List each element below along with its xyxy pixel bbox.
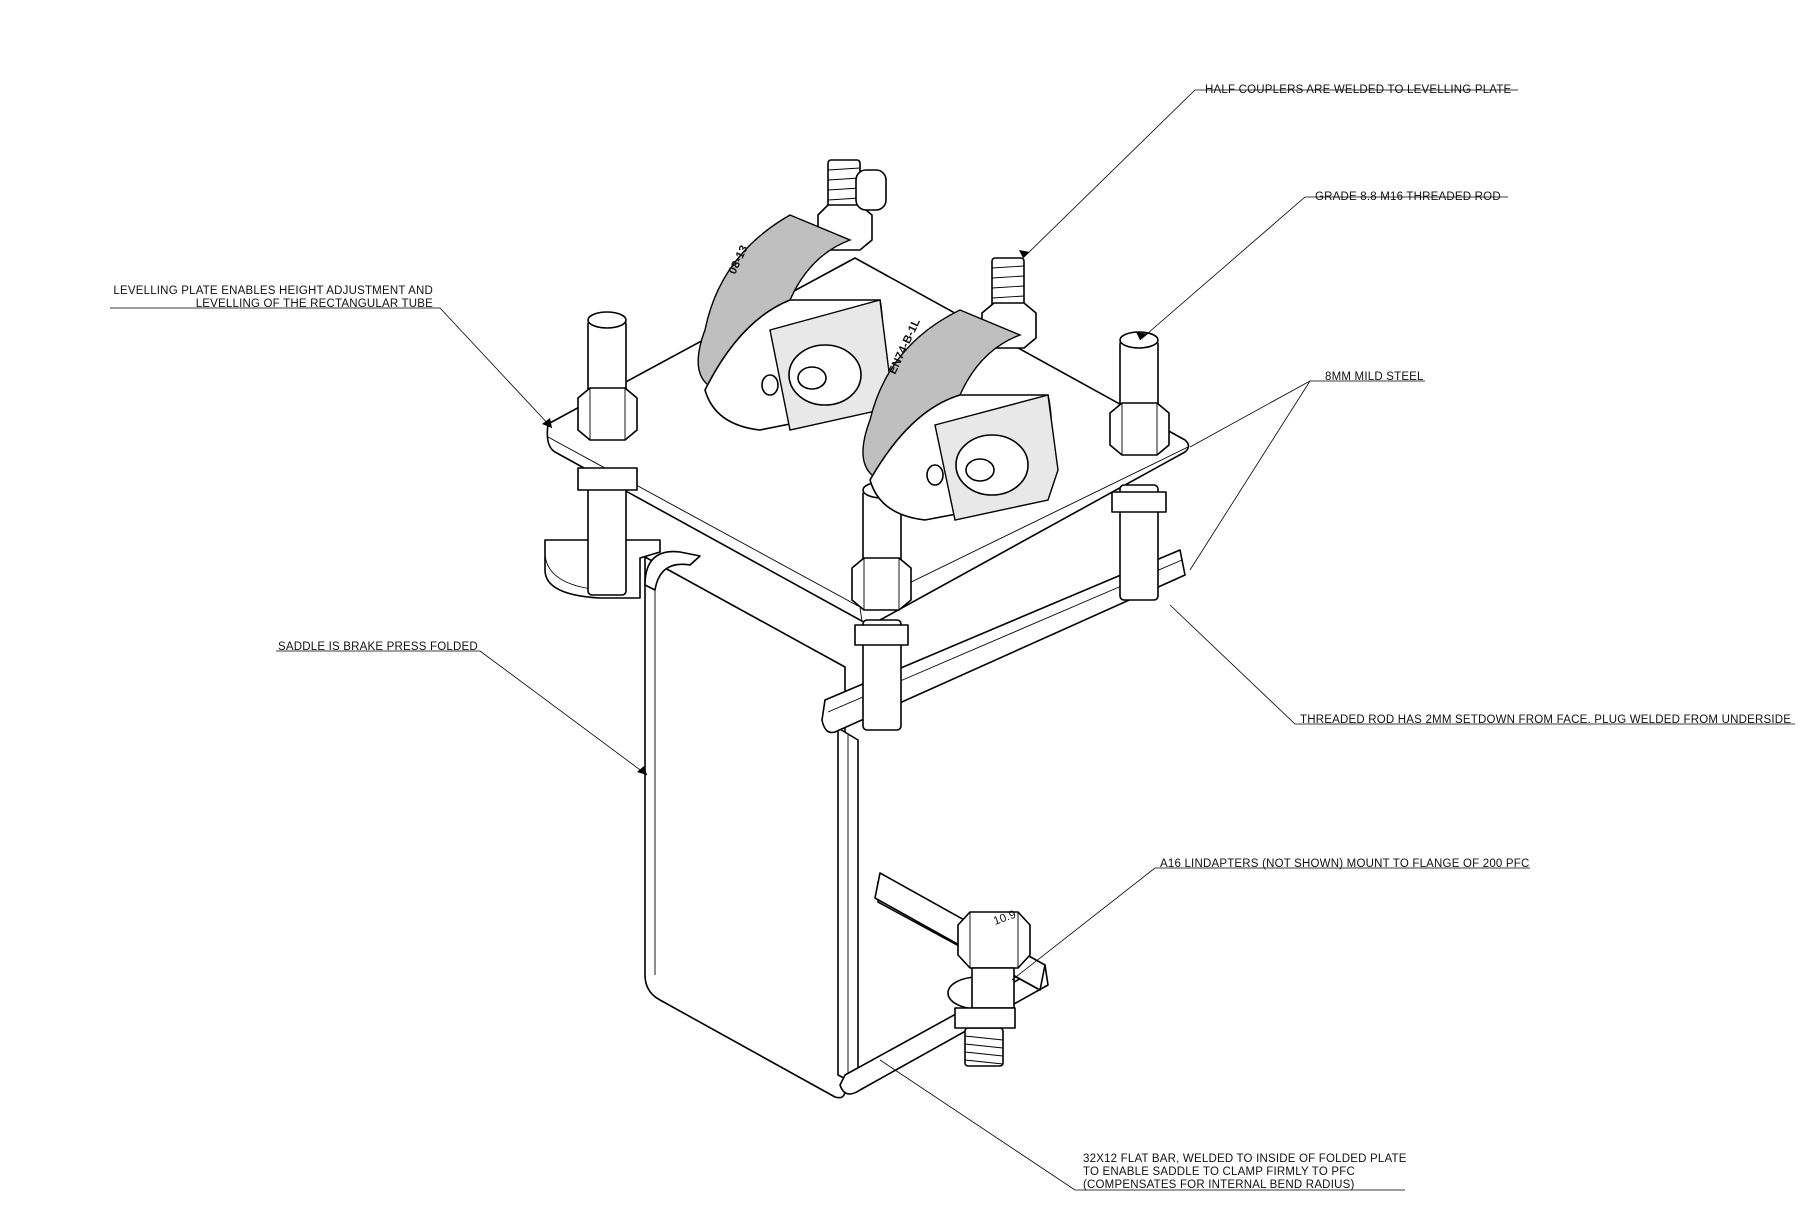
note-flat-bar-1: 32X12 FLAT BAR, WELDED TO INSIDE OF FOLD… [1083,1153,1407,1165]
bottom-bolt-assembly: 10.9 [874,872,1046,1067]
note-mild-steel: 8MM MILD STEEL [1325,371,1424,383]
nut-back-right [1109,402,1170,513]
nut-front [851,557,912,646]
leader-saddle [276,650,648,776]
note-saddle-folded: SADDLE IS BRAKE PRESS FOLDED [278,641,478,653]
leader-lines [110,89,1795,1191]
note-lindapters: A16 LINDAPTERS (NOT SHOWN) MOUNT TO FLAN… [1160,858,1530,870]
half-coupler-rear: 08-13 [697,159,891,431]
half-coupler-front: EN74-B-1L [862,257,1059,521]
annotation-notes: HALF COUPLERS ARE WELDED TO LEVELLING PL… [113,84,1791,1191]
note-threaded-rod-grade: GRADE 8.8 M16 THREADED ROD [1315,191,1501,203]
leader-lindapters [1011,867,1530,981]
note-flat-bar-3: (COMPENSATES FOR INTERNAL BEND RADIUS) [1083,1179,1355,1191]
note-half-couplers: HALF COUPLERS ARE WELDED TO LEVELLING PL… [1205,84,1512,96]
note-rod-setdown: THREADED ROD HAS 2MM SETDOWN FROM FACE. … [1300,714,1791,726]
leader-flat-bar [879,1059,1405,1191]
leader-rod-setdown [1169,604,1795,725]
leader-levelling-plate [110,307,553,429]
note-flat-bar-2: TO ENABLE SADDLE TO CLAMP FIRMLY TO PFC [1083,1166,1355,1178]
leader-threaded-rod [1139,196,1508,341]
leader-mild-steel-bottom [1189,380,1311,571]
note-levelling-plate-2: LEVELLING OF THE RECTANGULAR TUBE [196,298,433,310]
note-levelling-plate-1: LEVELLING PLATE ENABLES HEIGHT ADJUSTMEN… [113,285,433,297]
leader-mild-steel-top [1189,380,1425,448]
nut-back-left [577,387,638,491]
leader-half-couplers [1022,89,1518,259]
